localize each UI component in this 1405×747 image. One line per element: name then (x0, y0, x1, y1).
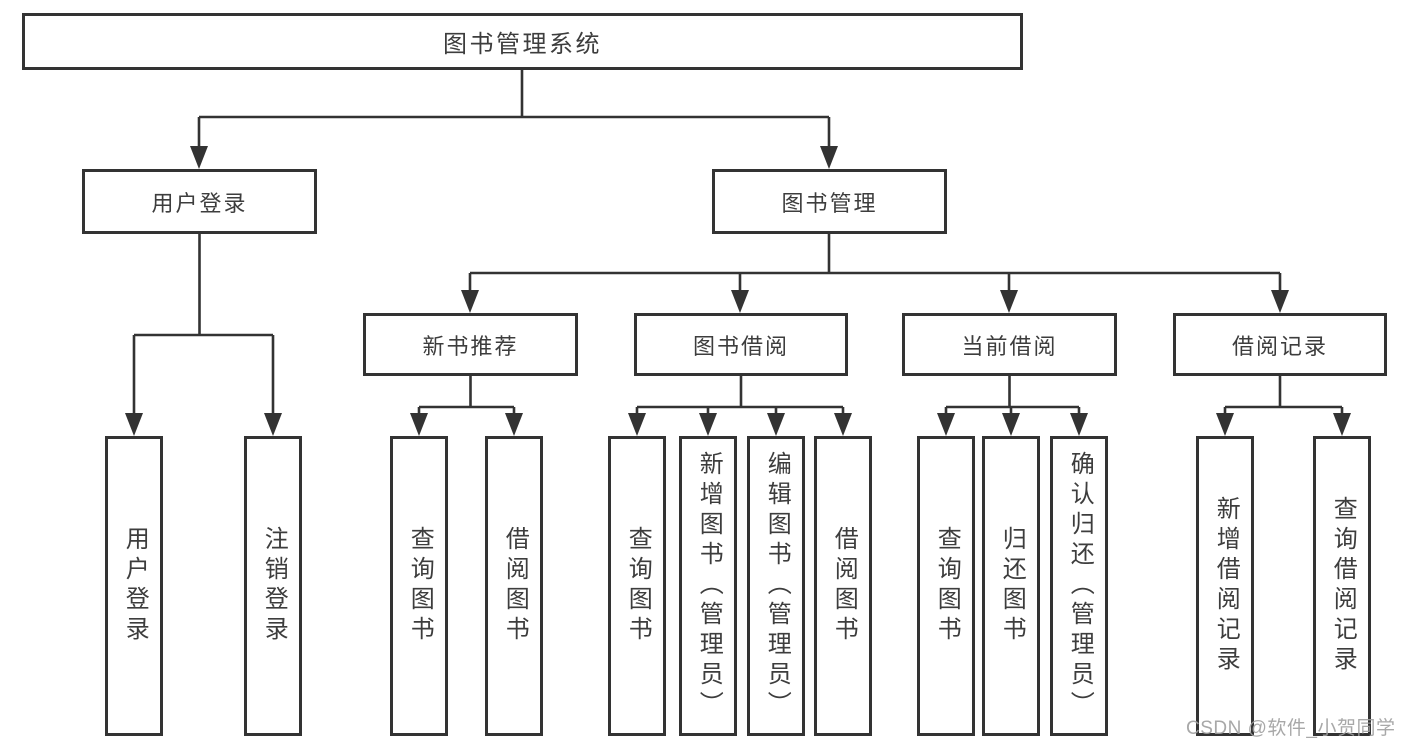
node-label: 归还图书 (998, 526, 1026, 646)
node-borrow-records: 借阅记录 (1173, 313, 1387, 376)
arrowhead-down-icon (1271, 290, 1289, 313)
edge-borrow-records-to-leaves (1223, 376, 1344, 420)
leaf-return-book: 归还图书 (982, 436, 1040, 736)
arrowhead-down-icon (834, 413, 852, 436)
node-label: 注销登录 (260, 526, 288, 646)
node-label: 图书管理 (781, 190, 878, 216)
arrowhead-down-icon (1002, 413, 1020, 436)
arrowhead-down-icon (1216, 413, 1234, 436)
leaf-add-borrow-record: 新增借阅记录 (1196, 436, 1254, 736)
node-label: 新书推荐 (422, 333, 519, 359)
node-label: 借阅图书 (830, 526, 858, 646)
arrowhead-down-icon (699, 413, 717, 436)
leaf-add-book-admin: 新增图书（管理员） (679, 436, 737, 736)
node-label: 图书借阅 (692, 333, 789, 359)
leaf-borrow-book-2: 借阅图书 (814, 436, 872, 736)
arrowhead-down-icon (1333, 413, 1351, 436)
arrowhead-down-icon (937, 413, 955, 436)
arrowhead-down-icon (1070, 413, 1088, 436)
arrowhead-down-icon (505, 413, 523, 436)
arrowhead-down-icon (820, 146, 838, 169)
leaf-borrow-book: 借阅图书 (485, 436, 543, 736)
edge-book-borrow-to-leaves (635, 376, 845, 420)
leaf-query-book: 查询图书 (390, 436, 448, 736)
leaf-logout-login: 注销登录 (244, 436, 302, 736)
arrowhead-down-icon (1000, 290, 1018, 313)
node-label: 查询图书 (624, 526, 652, 646)
node-label: 用户登录 (151, 190, 248, 216)
node-current-borrow: 当前借阅 (902, 313, 1117, 376)
node-label: 查询借阅记录 (1329, 496, 1357, 676)
node-label: 确认归还（管理员） (1066, 451, 1094, 721)
edge-new-book-recommend-to-leaves (417, 376, 516, 420)
arrowhead-down-icon (264, 413, 282, 436)
edge-user-login-to-leaves (132, 233, 275, 418)
csdn-watermark: CSDN @软件_小贺同学 (1186, 718, 1396, 739)
leaf-confirm-return-admin: 确认归还（管理员） (1050, 436, 1108, 736)
node-label: 借阅记录 (1231, 333, 1328, 359)
arrowhead-down-icon (628, 413, 646, 436)
node-book-management: 图书管理 (712, 169, 947, 234)
node-label: 当前借阅 (961, 333, 1058, 359)
leaf-query-borrow-record: 查询借阅记录 (1313, 436, 1371, 736)
node-label: 图书管理系统 (443, 31, 602, 58)
node-new-book-recommend: 新书推荐 (363, 313, 578, 376)
node-label: 新增图书（管理员） (695, 451, 723, 721)
edge-book-management-to-level3 (468, 233, 1282, 295)
node-label: 借阅图书 (501, 526, 529, 646)
node-user-login: 用户登录 (82, 169, 317, 234)
arrowhead-down-icon (767, 413, 785, 436)
arrowhead-down-icon (461, 290, 479, 313)
arrowhead-down-icon (125, 413, 143, 436)
node-label: 查询图书 (933, 526, 961, 646)
leaf-query-book-3: 查询图书 (917, 436, 975, 736)
node-label: 用户登录 (121, 526, 149, 646)
arrowhead-down-icon (731, 290, 749, 313)
node-label: 新增借阅记录 (1212, 496, 1240, 676)
leaf-edit-book-admin: 编辑图书（管理员） (747, 436, 805, 736)
arrowhead-down-icon (410, 413, 428, 436)
arrowhead-down-icon (190, 146, 208, 169)
node-library-system: 图书管理系统 (22, 13, 1023, 70)
node-label: 编辑图书（管理员） (763, 451, 791, 721)
node-label: 查询图书 (406, 526, 434, 646)
edge-root-to-level2 (197, 69, 831, 150)
node-book-borrow: 图书借阅 (634, 313, 848, 376)
leaf-query-book-2: 查询图书 (608, 436, 666, 736)
leaf-user-login: 用户登录 (105, 436, 163, 736)
